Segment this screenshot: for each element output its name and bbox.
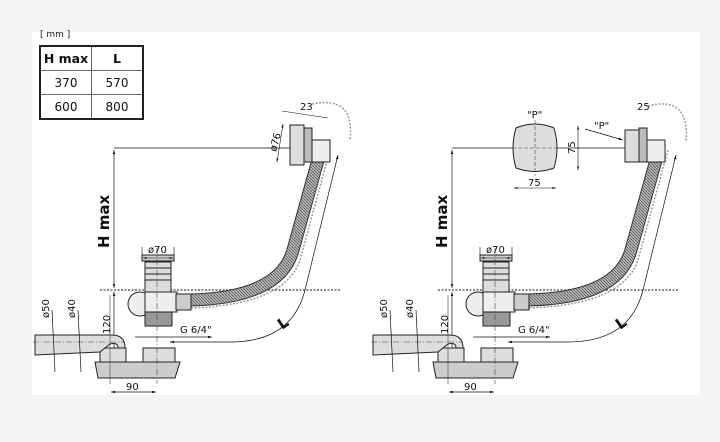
overflow-cap: [512, 120, 580, 190]
cell-hmax: 600: [39, 94, 92, 120]
d70-label: ø70: [148, 245, 167, 256]
dim-120-label: 120: [102, 315, 113, 334]
header-l: L: [91, 45, 144, 71]
hmax-label: H max: [433, 194, 451, 248]
length-l-label: L: [612, 313, 631, 333]
dim-90-label: 90: [464, 382, 477, 393]
right-assembly-drawing: H max ø70 25 "P" "P" 75 75 ø50 ø40 120 G…: [371, 102, 688, 393]
cell-l: 570: [91, 70, 144, 95]
overflow-head: [584, 103, 688, 163]
left-assembly-drawing: H max ø70 ø76 23 ø50 ø40 120 G 6/4" 90 L: [33, 101, 352, 393]
overflow-head: [276, 101, 352, 166]
d76-label: ø76: [268, 132, 284, 153]
d50-label: ø50: [379, 299, 390, 318]
length-l-label: L: [274, 313, 293, 333]
cap-height-label: 75: [567, 141, 578, 154]
thread-label: G 6/4": [180, 325, 212, 336]
d70-label: ø70: [486, 245, 505, 256]
arrow-p-label: "P": [594, 121, 609, 132]
d40-label: ø40: [67, 299, 78, 318]
cap-width-label: 75: [528, 178, 541, 189]
dimension-table: H max L 370 570 600 800: [39, 45, 144, 120]
table-row: 600 800: [39, 94, 144, 120]
d40-label: ø40: [405, 299, 416, 318]
dim-25-label: 25: [637, 102, 650, 113]
thread-label: G 6/4": [518, 325, 550, 336]
cap-p-label: "P": [527, 110, 542, 121]
d50-label: ø50: [41, 299, 52, 318]
dim-120-label: 120: [440, 315, 451, 334]
cell-l: 800: [91, 94, 144, 120]
table-row: 370 570: [39, 70, 144, 95]
dim-90-label: 90: [126, 382, 139, 393]
hmax-label: H max: [95, 194, 113, 248]
table-header-row: H max L: [39, 45, 144, 71]
units-label: [ mm ]: [40, 30, 71, 40]
cell-hmax: 370: [39, 70, 92, 95]
dim-23-label: 23: [300, 102, 313, 113]
